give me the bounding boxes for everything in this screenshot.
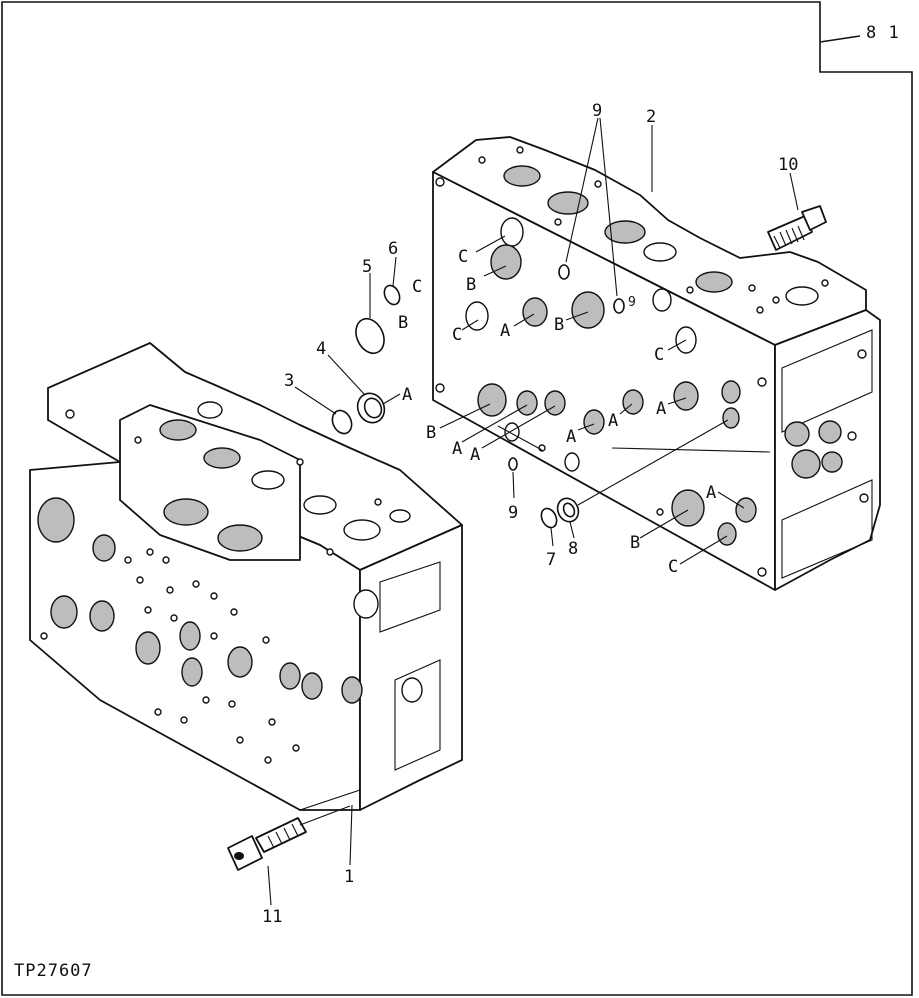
leader-lines: [267, 117, 799, 906]
cap-screw-11: [227, 817, 307, 871]
callout-9-top: 9: [592, 101, 602, 121]
seal-letter-c: C: [668, 557, 678, 577]
seal-letter-a: A: [706, 483, 716, 503]
seal-ring-9: [508, 264, 625, 471]
seal-letter-a: A: [470, 445, 480, 465]
callout-9-small: 9: [628, 295, 636, 310]
seal-letter-a: A: [656, 399, 666, 419]
callout-11: 11: [262, 907, 282, 927]
seal-letter-c: C: [458, 247, 468, 267]
figure-id: TP27607: [14, 961, 93, 981]
seal-letter-b: B: [554, 315, 564, 335]
seal-ring-8: [556, 497, 580, 523]
valve-section-left: [29, 342, 463, 811]
callout-2: 2: [646, 107, 656, 127]
callout-9-mid: 9: [508, 503, 518, 523]
callout-6: 6: [388, 239, 398, 259]
seal-letter-b: B: [466, 275, 476, 295]
callout-5: 5: [362, 257, 372, 277]
seal-letter-b: B: [630, 533, 640, 553]
callout-7: 7: [546, 550, 556, 570]
callout-3: 3: [284, 371, 294, 391]
valve-section-right: [432, 136, 881, 591]
seal-letter-a: A: [402, 385, 412, 405]
seal-ring-6: [383, 284, 401, 306]
callout-10: 10: [778, 155, 798, 175]
seal-letter-c: C: [452, 325, 462, 345]
seal-letter-c: C: [654, 345, 664, 365]
seal-letter-b: B: [398, 313, 408, 333]
seal-ring-4: [356, 392, 386, 424]
seal-ring-7: [540, 507, 558, 529]
seal-ring-3: [331, 409, 353, 435]
page-ref: 8 1: [866, 23, 900, 43]
seal-letter-labels: C B A C B C A B C B A A A A A A B C: [398, 247, 716, 577]
cap-screw-10: [767, 205, 827, 251]
callout-8: 8: [568, 539, 578, 559]
seal-letter-a: A: [452, 439, 462, 459]
seal-letter-a: A: [608, 411, 618, 431]
seal-letter-a: A: [500, 321, 510, 341]
seal-letter-c: C: [412, 277, 422, 297]
callout-4: 4: [316, 339, 326, 359]
seal-letter-b: B: [426, 423, 436, 443]
seal-ring-5: [355, 317, 385, 355]
callout-1: 1: [344, 867, 354, 887]
seal-letter-a: A: [566, 427, 576, 447]
